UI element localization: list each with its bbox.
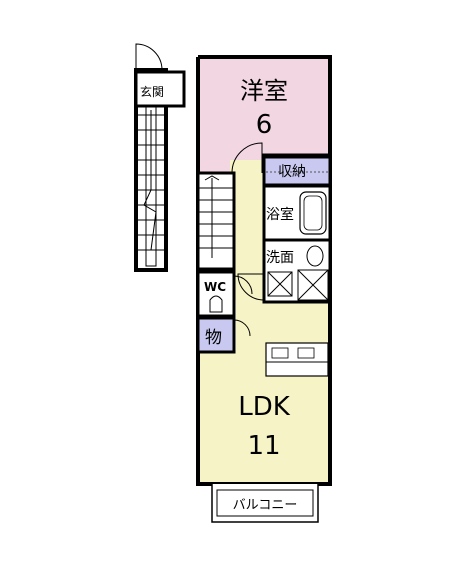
bath-label: 浴室 — [266, 206, 294, 223]
storage: 収納 — [262, 155, 332, 187]
closet-label: 物 — [205, 328, 222, 348]
western-room-size: 6 — [256, 110, 273, 140]
closet: 物 — [196, 316, 251, 354]
washroom-label: 洗面 — [266, 250, 294, 266]
ldk-size: 11 — [247, 431, 280, 461]
interior-staircase — [196, 171, 236, 271]
western-room-name: 洋室 — [240, 77, 288, 105]
entrance: 玄関 — [134, 70, 186, 108]
balcony-label: バルコニー — [233, 498, 298, 513]
wc-label: WC — [204, 280, 226, 294]
storage-label: 収納 — [278, 164, 306, 180]
bathroom: 浴室 — [262, 184, 332, 242]
wc: WC — [196, 270, 253, 318]
ldk-name: LDK — [238, 392, 291, 422]
washroom: 洗面 — [262, 238, 332, 304]
hallway — [230, 160, 264, 300]
kitchen-counter — [265, 342, 329, 377]
balcony: バルコニー — [211, 484, 319, 523]
entrance-label: 玄関 — [140, 84, 164, 99]
